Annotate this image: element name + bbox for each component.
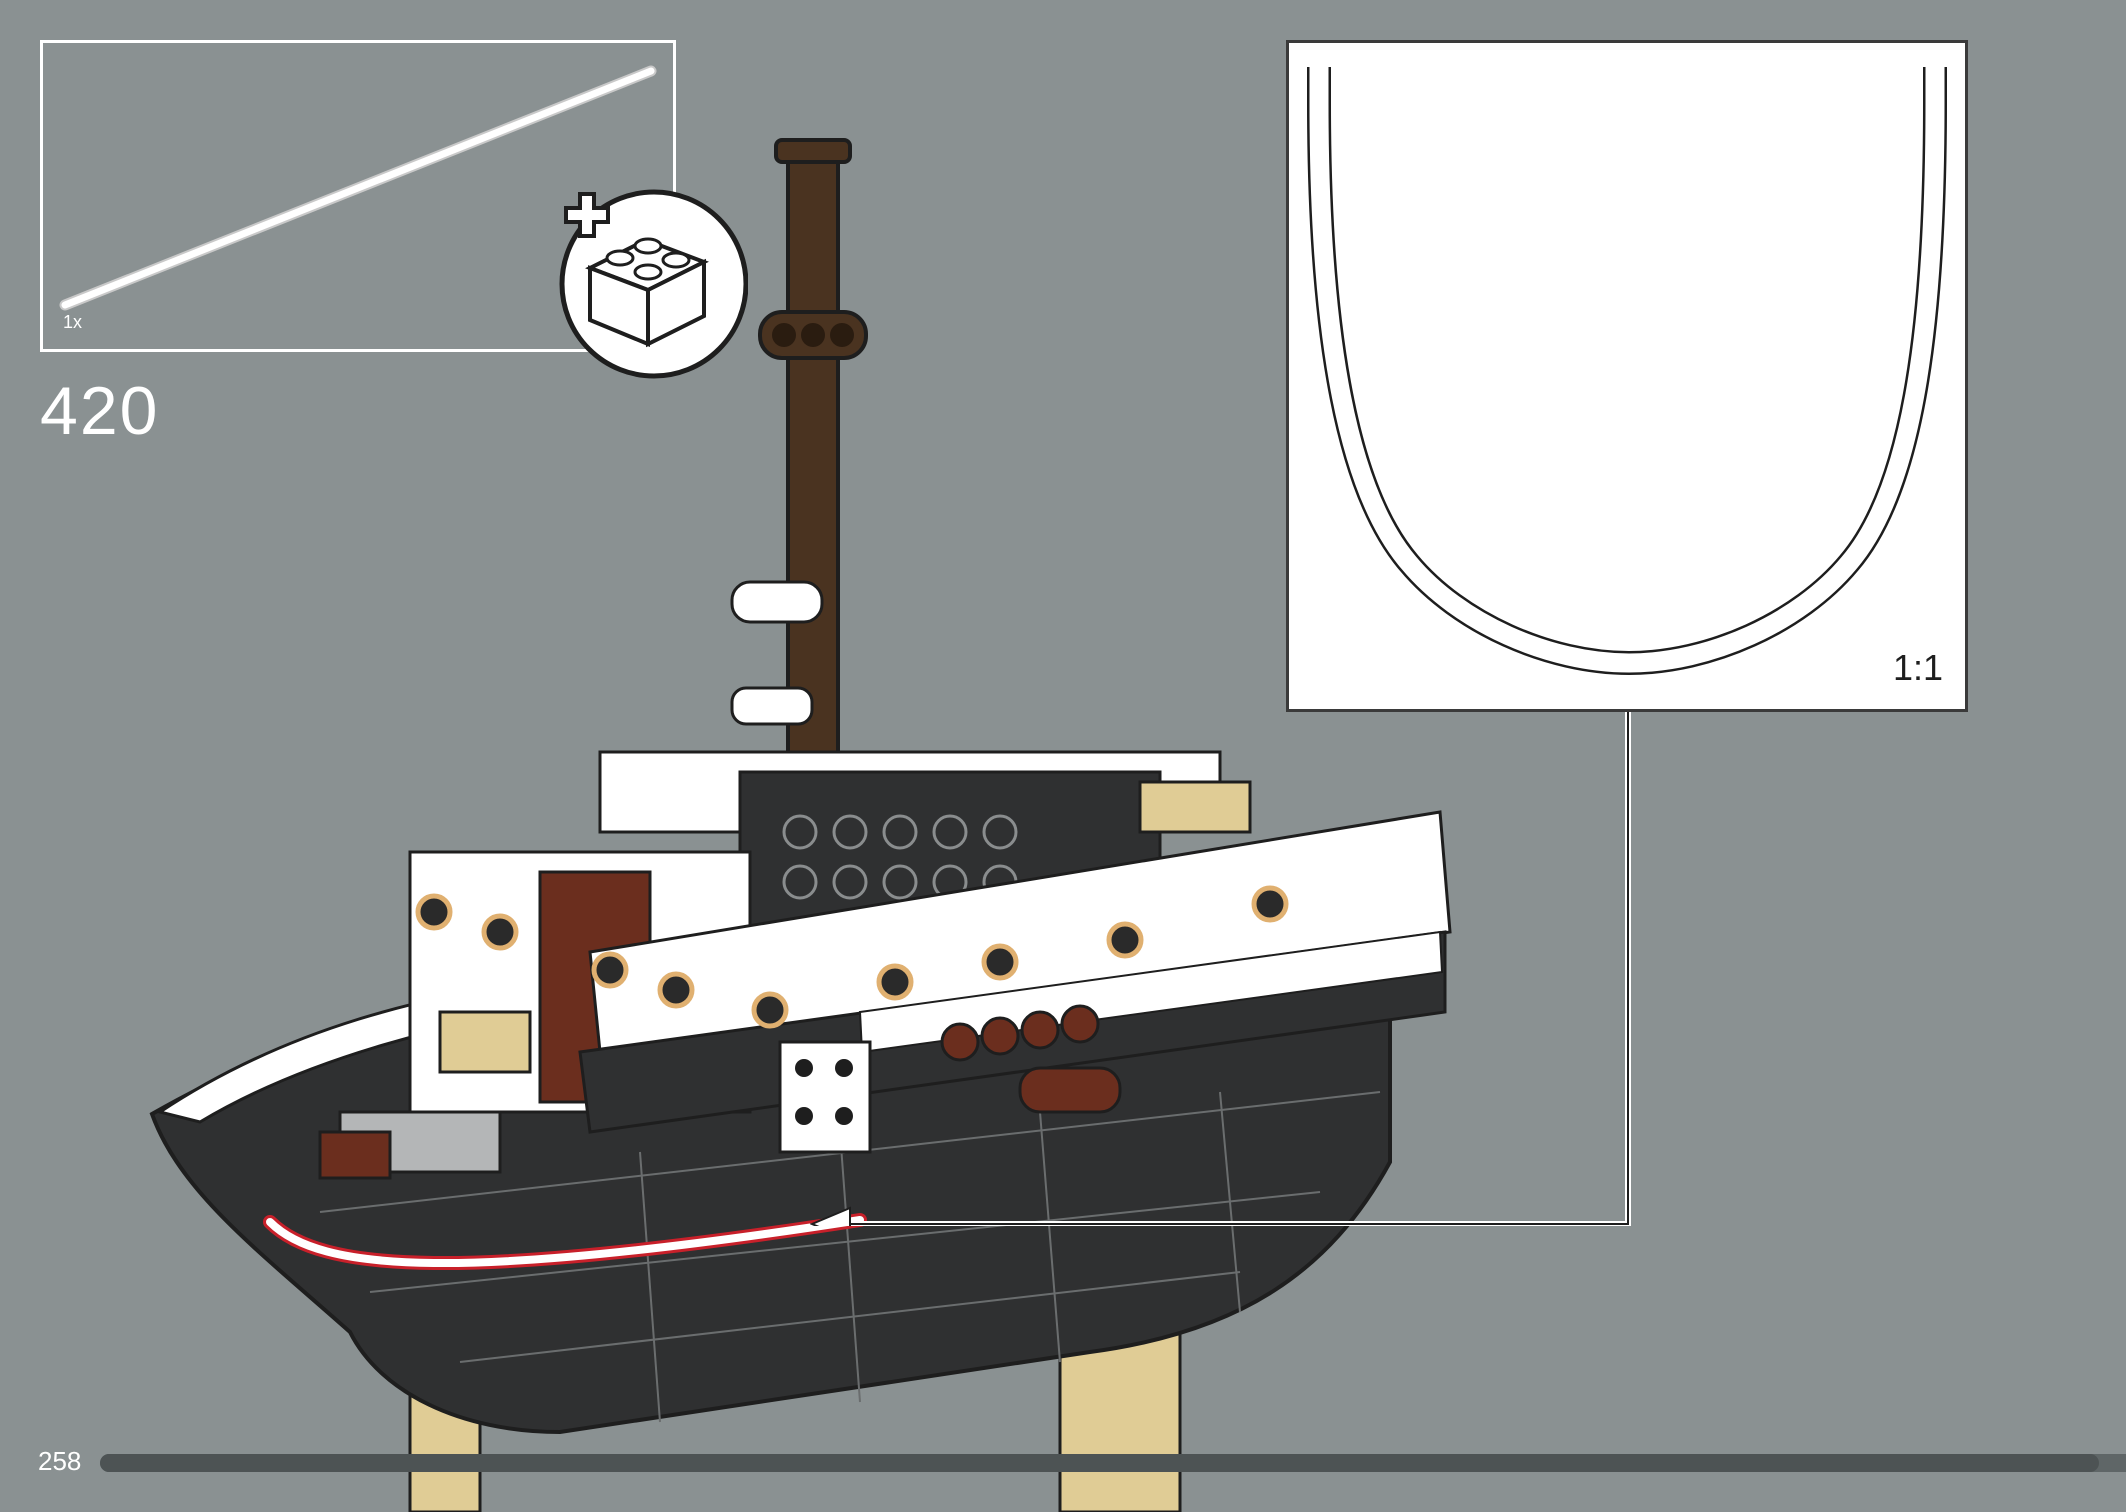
progress-bar-fill [100, 1454, 2100, 1472]
add-brick-icon [559, 189, 748, 379]
flexible-tube-part [59, 65, 657, 311]
progress-bar [100, 1454, 2126, 1472]
callout-leader-line [810, 706, 1631, 1226]
step-number: 420 [40, 373, 160, 449]
scale-callout-box: 1:1 [1286, 40, 1968, 712]
scale-label: 1:1 [1892, 647, 1943, 688]
part-quantity: 1x [63, 312, 83, 332]
flexible-tube-actual-size [1307, 67, 1947, 676]
page-number: 258 [38, 1446, 82, 1476]
